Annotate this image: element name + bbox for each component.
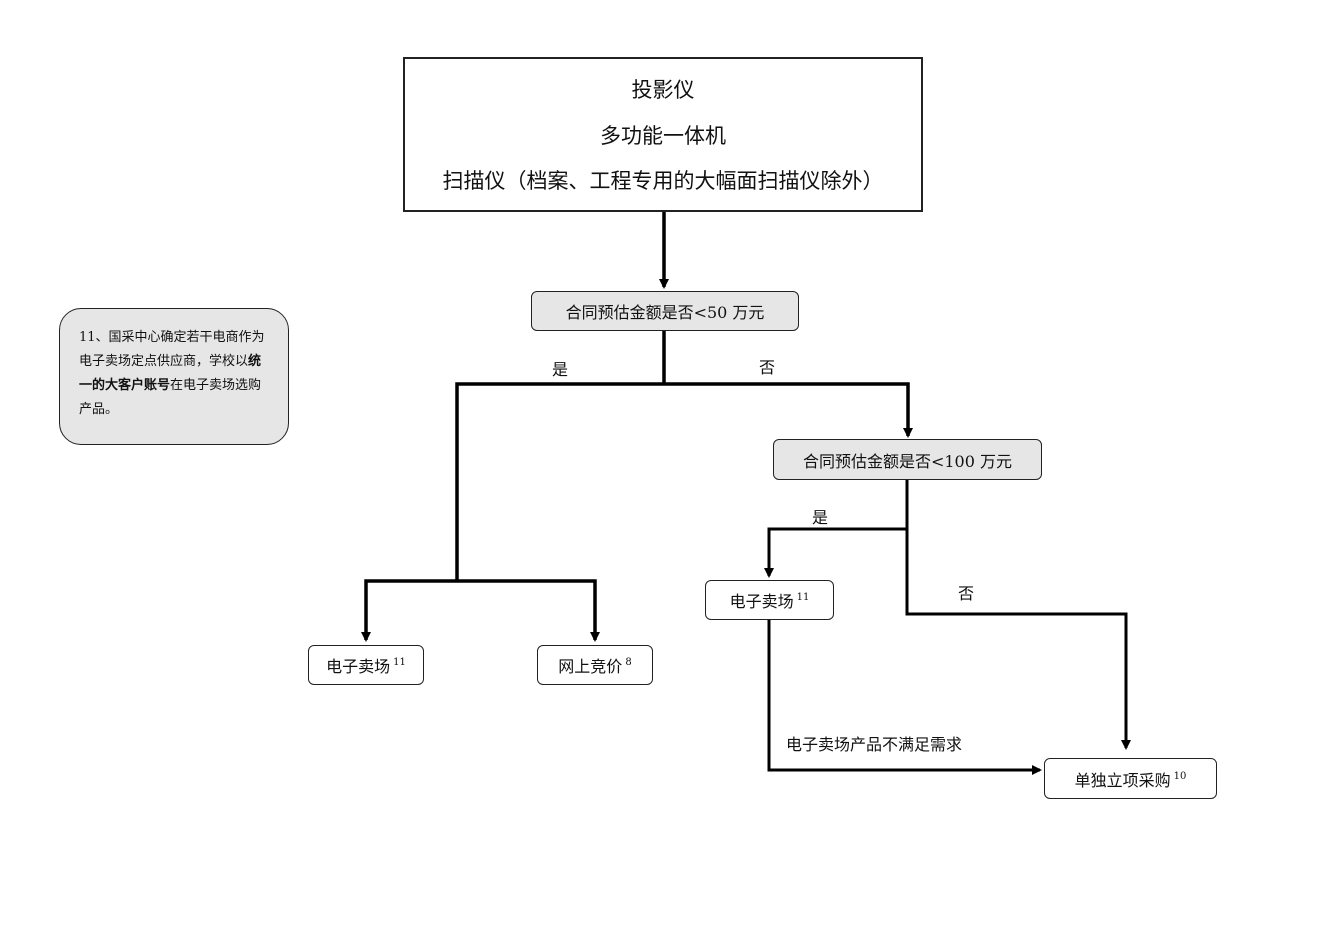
footnote-box: 11、国采中心确定若干电商作为电子卖场定点供应商，学校以统一的大客户账号在电子卖… — [59, 308, 289, 445]
leaf-separate-purchase-text: 单独立项采购 — [1074, 770, 1171, 790]
label-decision2-no: 否 — [958, 584, 975, 603]
arrow-mall-to-separate — [767, 620, 1042, 775]
decision-under-50-text: 合同预估金额是否<50 万元 — [565, 303, 765, 322]
arrow-to-mall-left — [361, 579, 457, 642]
line-decision1-yes — [455, 382, 664, 581]
label-not-meet-needs: 电子卖场产品不满足需求 — [786, 735, 963, 754]
arrow-decision1-no — [664, 382, 913, 438]
leaf-online-bidding-text: 网上竞价 — [558, 657, 623, 676]
label-decision1-yes: 是 — [552, 360, 569, 379]
decision-under-50: 合同预估金额是否<50 万元 — [531, 291, 799, 331]
footnote-bold-account: 统一的大客户账号 — [79, 354, 262, 393]
arrow-decision2-yes — [764, 527, 907, 578]
product-scanner: 扫描仪（档案、工程专用的大幅面扫描仪除外） — [442, 168, 884, 193]
arrow-decision2-no — [905, 529, 1131, 750]
decision-under-100-text: 合同预估金额是否<100 万元 — [802, 451, 1013, 471]
decision-under-100: 合同预估金额是否<100 万元 — [773, 439, 1042, 480]
leaf-mall-left-text: 电子卖场 — [326, 657, 391, 676]
label-decision2-yes: 是 — [812, 508, 829, 527]
leaf-mall-right-text: 电子卖场 — [729, 592, 794, 611]
arrow-to-bidding — [457, 579, 600, 642]
footnote-text-1: 11、国采中心确定若干电商作为电子卖场定点供应商，学校以 — [79, 330, 265, 369]
footnote-text-2: 在电子卖场选购产品。 — [79, 378, 262, 417]
label-decision1-no: 否 — [759, 358, 776, 377]
product-multifunction: 多功能一体机 — [600, 123, 726, 148]
product-category-box: 投影仪 多功能一体机 扫描仪（档案、工程专用的大幅面扫描仪除外） — [403, 57, 923, 212]
product-projector: 投影仪 — [631, 78, 695, 103]
